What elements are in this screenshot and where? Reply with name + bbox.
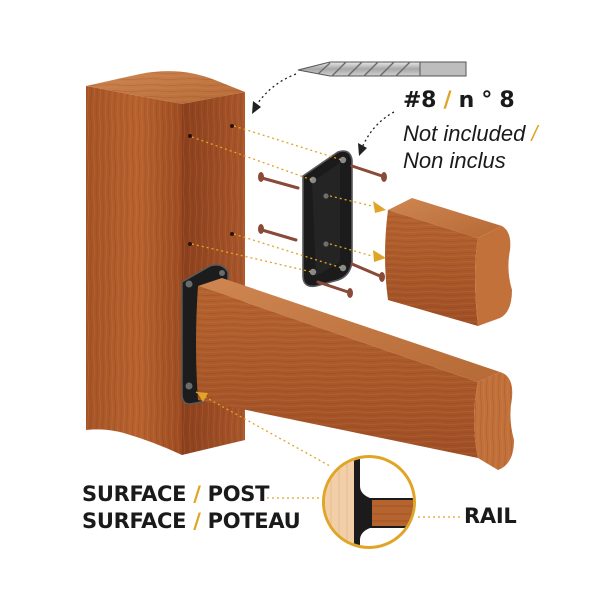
screws <box>258 164 387 298</box>
bracket-exploded <box>302 150 353 288</box>
pointer-arrows <box>252 101 367 156</box>
not-included-en: Not included <box>403 121 526 146</box>
screw-icon <box>316 280 353 298</box>
screw-size-en: #8 <box>403 88 437 113</box>
surface-post-a: SURFACE <box>82 482 187 506</box>
screw-icon <box>350 164 387 182</box>
not-included-label: Not included / <box>403 121 538 147</box>
surface-poteau-label: SURFACE / POTEAU <box>82 509 301 533</box>
rail-label: RAIL <box>464 504 517 528</box>
screw-icon <box>258 172 300 190</box>
screw-icon <box>258 224 298 242</box>
screw-icon <box>350 262 385 282</box>
bracket-hole <box>309 176 317 184</box>
short-rail <box>385 198 512 326</box>
detail-lens <box>322 455 416 549</box>
pointer-lines <box>255 73 395 149</box>
surface-poteau-slash: / <box>186 509 208 533</box>
surface-post-b: POST <box>207 482 270 506</box>
screw-size-slash: / <box>436 88 459 113</box>
not-included-slash: / <box>525 121 538 146</box>
screw-size-label: #8 / n ° 8 <box>403 88 515 113</box>
guide-arrows <box>197 201 386 402</box>
surface-poteau-a: SURFACE <box>82 509 187 533</box>
surface-poteau-b: POTEAU <box>207 509 301 533</box>
guide-lines <box>191 125 460 518</box>
screw-size-fr: n ° 8 <box>458 88 515 113</box>
drill-bit-icon <box>297 61 467 77</box>
long-rail <box>196 278 514 470</box>
non-inclus-label: Non inclus <box>403 148 506 173</box>
surface-post-label: SURFACE / POST <box>82 482 269 506</box>
surface-post-slash: / <box>186 482 208 506</box>
